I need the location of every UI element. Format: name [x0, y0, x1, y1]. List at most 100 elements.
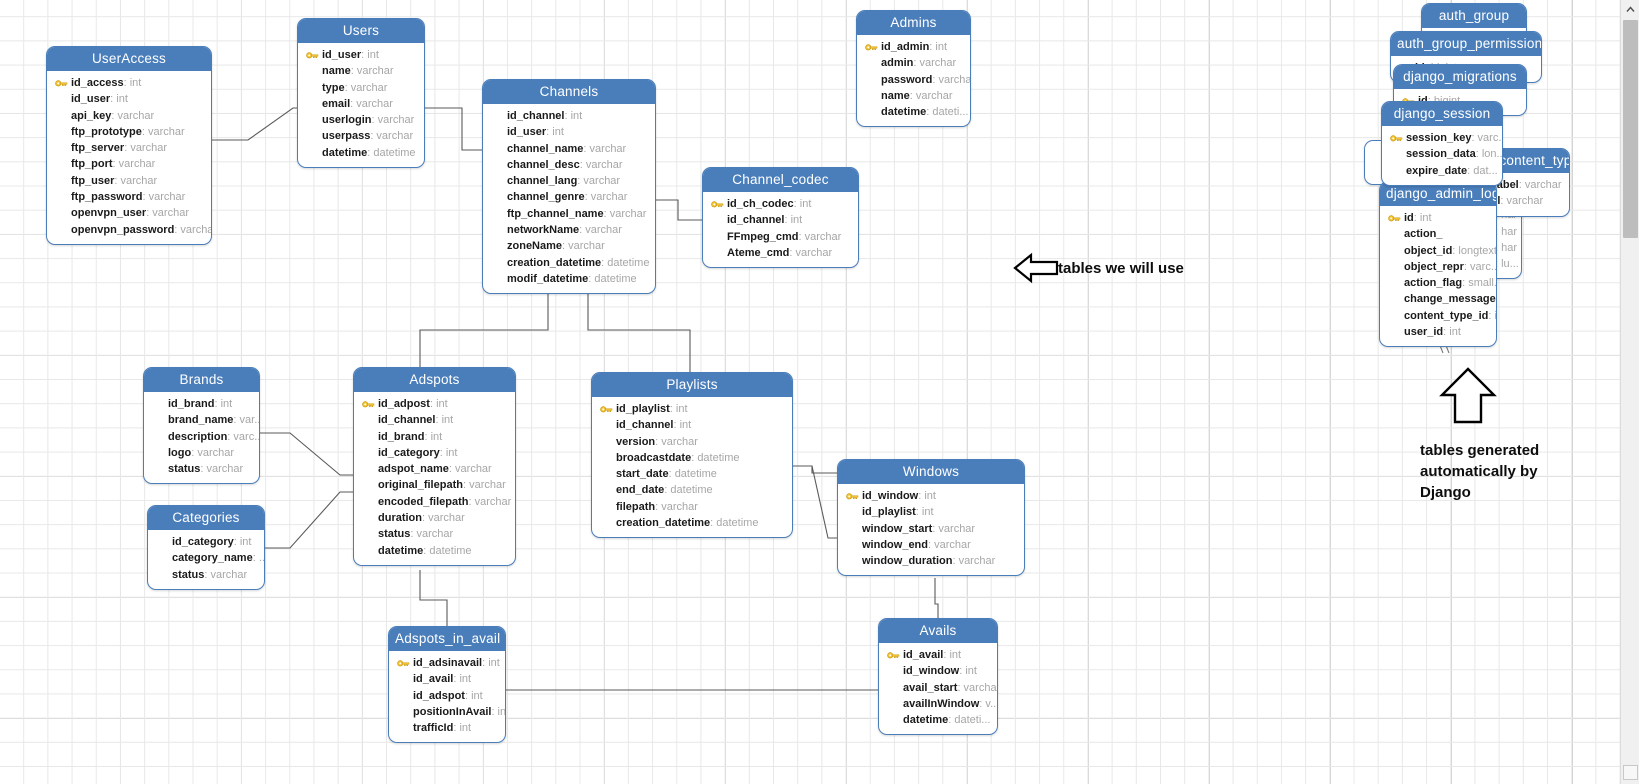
field-type: : varchar: [655, 501, 698, 513]
field-type: : i...: [1488, 310, 1497, 322]
field-type: : datetime: [664, 484, 712, 496]
field-name: modif_datetime: [507, 273, 588, 285]
field-type: : int: [916, 506, 934, 518]
table-fields: id: intaction_object_id: longtextobject_…: [1380, 206, 1496, 346]
field-type: : int: [959, 665, 977, 677]
field-row: id_ch_codec: int: [711, 196, 852, 212]
field-type: : int: [482, 657, 500, 669]
field-type: : int: [918, 490, 936, 502]
field-type: : int: [564, 110, 582, 122]
chevron-up-icon: [1626, 6, 1635, 13]
field-name: ftp_prototype: [71, 126, 142, 138]
table-channel_codec[interactable]: Channel_codecid_ch_codec: intid_channel:…: [702, 167, 859, 268]
table-title: Playlists: [592, 373, 792, 397]
field-type: : varchar: [370, 130, 413, 142]
table-users[interactable]: Usersid_user: intname: varchartype: varc…: [297, 18, 425, 168]
table-categories[interactable]: Categoriesid_category: intcategory_name:…: [147, 505, 265, 590]
field-name: broadcastdate: [616, 452, 691, 464]
table-adspots[interactable]: Adspotsid_adpost: intid_channel: intid_b…: [353, 367, 516, 566]
field-name: id: [1404, 212, 1414, 224]
field-row: id_window: int: [887, 663, 991, 679]
field-type: : varchar: [113, 158, 156, 170]
table-django_session[interactable]: django_sessionsession_key: varc...sessio…: [1381, 101, 1503, 186]
table-admins[interactable]: Adminsid_admin: intadmin: varcharpasswor…: [856, 10, 971, 127]
field-name: Ateme_cmd: [727, 247, 789, 259]
table-channels[interactable]: Channelsid_channel: intid_user: intchann…: [482, 79, 656, 294]
table-django_admin_log[interactable]: django_admin_logid: intaction_object_id:…: [1379, 181, 1497, 347]
field-name: creation_datetime: [507, 257, 601, 269]
field-type: : varchar: [604, 208, 647, 220]
field-row: id_category: int: [362, 445, 509, 461]
field-type: : lon...: [1476, 148, 1503, 160]
field-name: FFmpeg_cmd: [727, 231, 799, 243]
field-name: id_category: [172, 536, 234, 548]
field-row: id_channel: int: [491, 108, 649, 124]
field-row: type: varchar: [306, 80, 418, 96]
field-row: filepath: varchar: [600, 499, 786, 515]
field-row: id_user: int: [306, 47, 418, 63]
field-type: : int: [943, 649, 961, 661]
field-type: : int: [435, 414, 453, 426]
table-avails[interactable]: Availsid_avail: intid_window: intavail_s…: [878, 618, 998, 735]
field-type: : varchar: [449, 463, 492, 475]
field-row: brand_name: var...: [152, 412, 253, 428]
arrow-up-icon: [1438, 365, 1498, 427]
field-type: : varchar: [562, 240, 605, 252]
field-name: id_channel: [378, 414, 435, 426]
table-playlists[interactable]: Playlistsid_playlist: intid_channel: int…: [591, 372, 793, 538]
field-name: encoded_filepath: [378, 496, 468, 508]
field-name: channel_desc: [507, 159, 580, 171]
field-type: : har: [1495, 242, 1517, 254]
table-useraccess[interactable]: UserAccessid_access: intid_user: intapi_…: [46, 46, 212, 245]
table-title: auth_group_permissions: [1391, 32, 1541, 56]
table-title: UserAccess: [47, 47, 211, 71]
field-type: : var...: [233, 414, 260, 426]
field-row: id: int: [1388, 210, 1490, 226]
table-fields: id_ch_codec: intid_channel: intFFmpeg_cm…: [703, 192, 858, 267]
table-adspots_in_avail[interactable]: Adspots_in_availid_adsinavail: intid_ava…: [388, 626, 506, 743]
field-name: content_type_id: [1404, 310, 1488, 322]
field-type: : varchar: [1500, 195, 1543, 207]
field-name: ftp_server: [71, 142, 124, 154]
field-type: : datetime: [669, 468, 717, 480]
key-icon: [397, 659, 410, 669]
field-name: avail_start: [903, 682, 957, 694]
field-name: session_data: [1406, 148, 1476, 160]
field-name: expire_date: [1406, 165, 1467, 177]
field-type: : varchar: [585, 191, 628, 203]
field-row: category_name: ...: [156, 550, 258, 566]
field-row: openvpn_user: varchar: [55, 205, 205, 221]
table-fields: id_category: intcategory_name: ...status…: [148, 530, 264, 589]
field-type: : varchar: [932, 74, 971, 86]
field-row: id_category: int: [156, 534, 258, 550]
table-brands[interactable]: Brandsid_brand: intbrand_name: var...des…: [143, 367, 260, 484]
field-name: id_adsinavail: [413, 657, 482, 669]
field-type: : int: [440, 447, 458, 459]
field-name: user_id: [1404, 326, 1443, 338]
field-row: id_adpost: int: [362, 396, 509, 412]
field-row: id_brand: int: [362, 429, 509, 445]
field-row: creation_datetime: datetime: [600, 515, 786, 531]
field-name: channel_name: [507, 143, 583, 155]
field-name: datetime: [378, 545, 423, 557]
field-name: id_access: [71, 77, 124, 89]
table-windows[interactable]: Windowsid_window: intid_playlist: intwin…: [837, 459, 1025, 576]
vertical-scrollbar[interactable]: [1620, 0, 1639, 784]
field-type: : varchar: [957, 682, 998, 694]
key-icon: [887, 651, 900, 661]
field-row: object_id: longtext: [1388, 243, 1490, 259]
scrollbar-thumb[interactable]: [1623, 20, 1638, 238]
field-name: end_date: [616, 484, 664, 496]
field-type: : int: [784, 214, 802, 226]
field-name: email: [322, 98, 350, 110]
field-name: start_date: [616, 468, 669, 480]
field-type: : int: [453, 722, 471, 734]
field-type: : ...: [253, 552, 265, 564]
field-row: datetime: datetime: [362, 543, 509, 559]
field-name: id_adpost: [378, 398, 430, 410]
field-name: id_brand: [168, 398, 214, 410]
scroll-up-button[interactable]: [1621, 0, 1639, 19]
table-title: Adspots_in_avail: [389, 627, 505, 651]
field-type: : lu...: [1495, 258, 1519, 270]
field-type: : varchar: [124, 142, 167, 154]
